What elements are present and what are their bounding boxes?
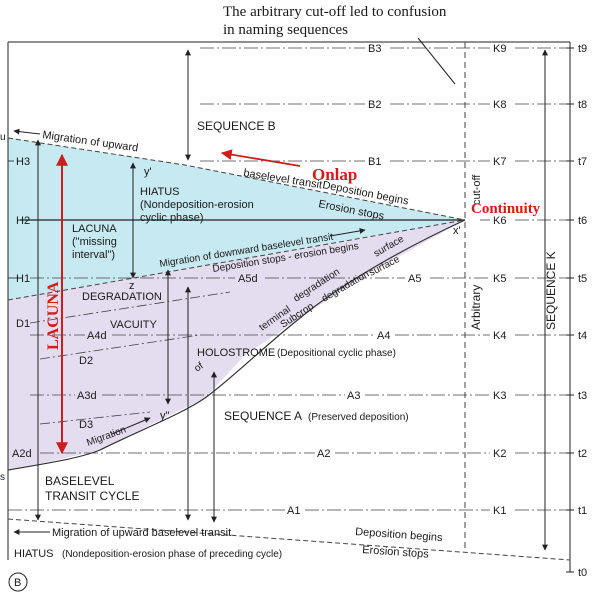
label-H1: H1 [16, 273, 30, 285]
label-K8: K8 [493, 99, 506, 111]
time-t4: t4 [578, 330, 587, 342]
label-A1: A1 [287, 505, 300, 517]
time-t7: t7 [578, 156, 587, 168]
migration-downward-arrow [329, 227, 366, 237]
cutoff-label: cut-off [471, 174, 483, 205]
degradation-label-1: DEGRADATION [82, 291, 162, 303]
label-D3: D3 [79, 419, 93, 431]
point-z: z [129, 280, 135, 292]
hiatus-sub1: (Nondeposition-erosion [140, 199, 254, 211]
upper-transit-boundary [7, 137, 466, 221]
label-A2d: A2d [12, 448, 32, 460]
lacuna-label-1: LACUNA [72, 223, 117, 235]
label-K7: K7 [493, 156, 506, 168]
cutoff-note-line2: in naming sequences [223, 22, 348, 38]
label-A4: A4 [377, 330, 390, 342]
sequence-k-label: SEQUENCE K [544, 251, 558, 330]
time-t2: t2 [578, 448, 587, 460]
time-t6: t6 [578, 215, 587, 227]
label-K5: K5 [493, 273, 506, 285]
degradation-region [8, 220, 465, 470]
label-H2: H2 [16, 215, 30, 227]
bottom-transit-boundary [7, 518, 571, 561]
label-H3: H3 [16, 156, 30, 168]
label-D1: D1 [16, 318, 30, 330]
holostrome-label: HOLOSTROME [197, 347, 275, 359]
holostrome-sub: (Depositional cyclic phase) [277, 348, 396, 359]
time-t5: t5 [578, 273, 587, 285]
label-B1: B1 [368, 156, 381, 168]
point-y-dprime: y" [160, 410, 170, 422]
hiatus-sub2: cyclic phase) [140, 212, 204, 224]
sequence-a-label: SEQUENCE A [224, 409, 302, 423]
panel-letter: B [14, 577, 21, 589]
erosion-stops-bottom-label: Erosion stops [362, 544, 430, 561]
sequence-a-sub: (Preserved deposition) [308, 412, 409, 423]
onlap-label: Onlap [312, 165, 357, 184]
label-s: s [0, 472, 5, 483]
label-A5: A5 [408, 273, 421, 285]
label-K6: K6 [493, 215, 506, 227]
label-K9: K9 [493, 43, 506, 55]
downward-transit-boundary [7, 219, 466, 301]
baselevel-cycle-label-1: BASELEVEL [45, 474, 115, 488]
cutoff-note-line1: The arbitrary cut-off led to confusion [223, 4, 447, 20]
baselevel-cycle-label-2: TRANSIT CYCLE [45, 489, 139, 503]
deposition-begins-bottom-label: Deposition begins [355, 526, 444, 544]
label-B2: B2 [368, 99, 381, 111]
time-t3: t3 [578, 390, 587, 402]
lacuna-label-2: ("missing [72, 236, 117, 248]
point-y-prime: y' [144, 166, 152, 178]
time-t9: t9 [578, 43, 587, 55]
continuity-label: Continuity [471, 201, 541, 217]
time-t8: t8 [578, 99, 587, 111]
point-x-prime: x' [453, 225, 461, 237]
hiatus-title: HIATUS [140, 186, 180, 198]
label-A3d: A3d [77, 390, 97, 402]
label-D2: D2 [79, 355, 93, 367]
migration-lower-arrow [111, 417, 151, 435]
label-u: u [0, 132, 6, 143]
migration-upward-bottom-label: Migration of upward baselevel transit [52, 527, 231, 539]
sequence-b-label: SEQUENCE B [197, 119, 276, 133]
lacuna-red-label: LACUNA [45, 281, 62, 350]
label-K1: K1 [493, 505, 506, 517]
label-A2: A2 [317, 448, 330, 460]
hiatus-bottom-title: HIATUS [14, 548, 54, 560]
lacuna-label-3: interval") [72, 249, 115, 261]
label-A3: A3 [347, 390, 360, 402]
degradation-label-2: VACUITY [110, 319, 158, 331]
label-K4: K4 [493, 330, 506, 342]
panel-letter-circle [8, 572, 28, 592]
hiatus-region [8, 138, 465, 300]
label-A5d: A5d [238, 273, 258, 285]
label-A4d: A4d [87, 330, 107, 342]
arbitrary-label: Arbitrary [469, 285, 483, 330]
label-B3: B3 [368, 43, 381, 55]
migration-upward-arrow [13, 128, 41, 135]
onlap-red-arrow [220, 149, 301, 167]
time-t1: t1 [578, 505, 587, 517]
label-K3: K3 [493, 390, 506, 402]
note-pointer [417, 37, 456, 85]
hiatus-bottom-sub: (Nondeposition-erosion phase of precedin… [62, 549, 282, 560]
time-scale [566, 47, 574, 573]
time-t0: t0 [578, 567, 587, 579]
label-K2: K2 [493, 448, 506, 460]
